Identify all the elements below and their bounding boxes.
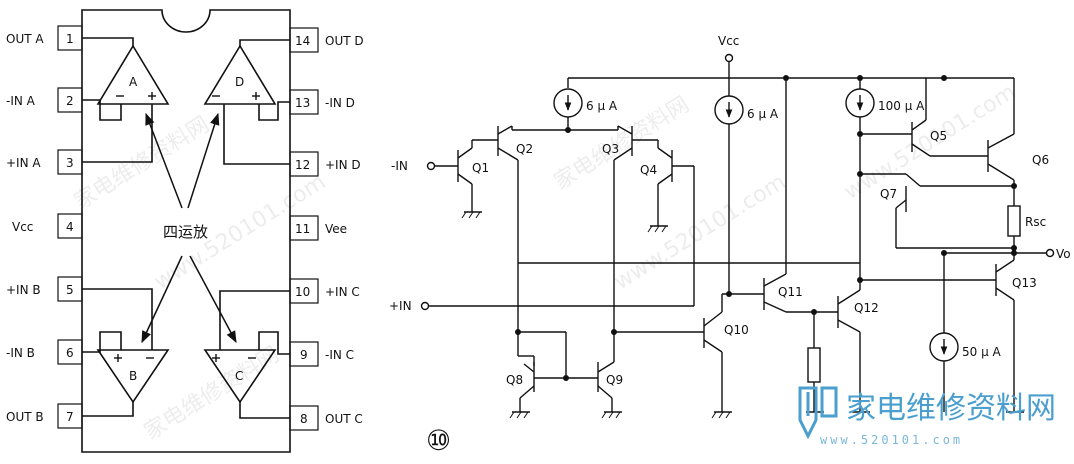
q11-stage: [763, 78, 838, 413]
q8-label: Q8: [506, 373, 523, 387]
svg-text:13: 13: [295, 96, 310, 110]
rsc-label: Rsc: [1025, 215, 1046, 229]
plus-in-terminal: [420, 301, 430, 311]
rsc-resistor: [1007, 205, 1021, 237]
svg-text:Vcc: Vcc: [12, 220, 33, 234]
svg-text:-IN D: -IN D: [325, 96, 355, 110]
left-pin-boxes: [57, 25, 83, 429]
site-logo: 家电维修资料网 www.520101.com: [798, 386, 1056, 447]
svg-text:+IN D: +IN D: [325, 158, 361, 172]
opamp-polarity-marks: [114, 92, 260, 362]
svg-text:www.520101.com: www.520101.com: [820, 433, 963, 447]
svg-text:OUT D: OUT D: [325, 34, 364, 48]
input-stage: [428, 125, 695, 332]
svg-text:7: 7: [66, 410, 74, 424]
svg-text:+IN B: +IN B: [6, 283, 41, 297]
quad-opamp-pinout: [57, 9, 319, 453]
minus-in-terminal: [426, 161, 436, 171]
q7-stage: [860, 173, 1014, 249]
logo-mark-icon: [798, 386, 818, 440]
svg-text:12: 12: [295, 158, 310, 172]
current-source-1-label: 6 μ A: [586, 99, 618, 113]
current-source-2-label: 6 μ A: [747, 107, 779, 121]
internal-schematic: [420, 53, 1055, 419]
q5-label: Q5: [930, 129, 947, 143]
output-stage-bottom: [995, 253, 1024, 413]
q10-stage: [614, 293, 764, 413]
figure-number: ⑩: [426, 424, 451, 457]
ground-ticks: [461, 211, 731, 419]
q6-label: Q6: [1032, 153, 1049, 167]
vcc-terminal: [724, 53, 734, 63]
svg-text:家电维修资料网: 家电维修资料网: [140, 342, 284, 445]
junction-dots: [515, 75, 1017, 381]
svg-text:9: 9: [300, 348, 308, 362]
chip-body: [81, 9, 291, 453]
q1-label: Q1: [472, 161, 489, 175]
svg-text:6: 6: [66, 346, 74, 360]
opamp-b-symbol: [96, 349, 170, 404]
q2-label: Q2: [516, 142, 533, 156]
svg-text:5: 5: [66, 283, 74, 297]
current-source-3-label: 100 μ A: [878, 99, 925, 113]
opamp-d-label: D: [235, 75, 244, 89]
current-source-4-label: 50 μ A: [962, 345, 1002, 359]
svg-text:4: 4: [66, 220, 74, 234]
opamp-a-symbol: [96, 44, 170, 105]
output-label: Vo: [1056, 247, 1071, 261]
svg-text:OUT B: OUT B: [6, 410, 44, 424]
center-label: 四运放: [163, 223, 208, 241]
q3-label: Q3: [602, 142, 619, 156]
svg-text:11: 11: [295, 222, 310, 236]
q7-label: Q7: [880, 187, 897, 201]
q11-label: Q11: [778, 285, 803, 299]
svg-text:2: 2: [66, 94, 74, 108]
q13-label: Q13: [1012, 276, 1037, 290]
output-stage-top: [860, 78, 1015, 206]
opamp-c-label: C: [235, 369, 243, 383]
opamp-d-symbol: [203, 44, 277, 105]
svg-text:家电维修资料网: 家电维修资料网: [70, 112, 214, 215]
svg-text:3: 3: [66, 156, 74, 170]
q10-label: Q10: [724, 323, 749, 337]
pointer-arrows: [141, 112, 237, 344]
output-terminal: [1045, 248, 1055, 258]
svg-text:www.520101.com: www.520101.com: [610, 170, 790, 296]
svg-text:-IN B: -IN B: [6, 346, 35, 360]
svg-text:Vee: Vee: [325, 222, 347, 236]
svg-text:+IN A: +IN A: [6, 156, 41, 170]
svg-text:-IN A: -IN A: [6, 94, 36, 108]
svg-text:10: 10: [295, 285, 310, 299]
svg-text:8: 8: [300, 412, 308, 426]
svg-text:OUT C: OUT C: [325, 412, 363, 426]
current-sources: [553, 78, 959, 412]
minus-in-label: -IN: [391, 159, 408, 173]
plus-in-label: +IN: [389, 299, 412, 313]
q9-label: Q9: [606, 373, 623, 387]
svg-text:-IN C: -IN C: [325, 348, 354, 362]
svg-text:14: 14: [295, 34, 310, 48]
vcc-label: Vcc: [718, 34, 739, 48]
current-mirror: [512, 331, 622, 413]
right-pin-text: 14 13 12 11 10 9 8 OUT D -IN D +IN D Vee…: [295, 34, 364, 426]
opamp-a-label: A: [129, 75, 138, 89]
q4-label: Q4: [640, 163, 657, 177]
opamp-b-label: B: [129, 369, 137, 383]
svg-text:家电维修资料网: 家电维修资料网: [846, 391, 1056, 426]
q12-label: Q12: [854, 301, 879, 315]
svg-text:+IN C: +IN C: [325, 285, 360, 299]
left-pin-text: 1 2 3 4 5 6 7 OUT A -IN A +IN A Vcc +IN …: [6, 32, 74, 424]
svg-text:1: 1: [66, 32, 74, 46]
svg-text:OUT A: OUT A: [6, 32, 44, 46]
opamp-c-symbol: [203, 349, 277, 404]
